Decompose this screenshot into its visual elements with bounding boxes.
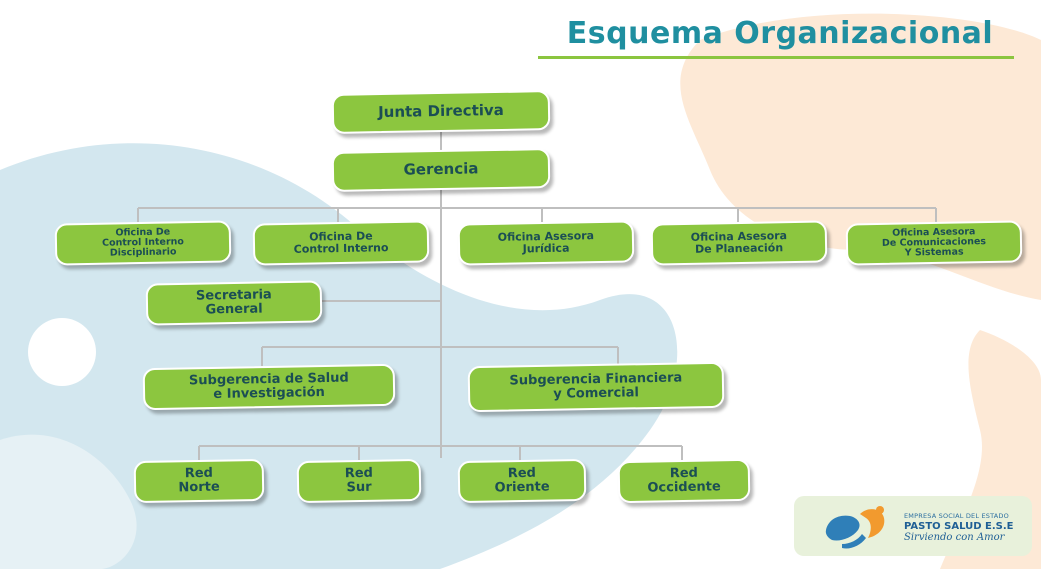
node-red-oriente: Red Oriente	[457, 458, 587, 504]
node-oficina-control-interno-disciplinario: Oficina De Control Interno Disciplinario	[54, 220, 232, 266]
logo-text: EMPRESA SOCIAL DEL ESTADO PASTO SALUD E.…	[904, 512, 1013, 543]
node-secretaria-general: Secretaria General	[145, 280, 323, 326]
node-label: Red Norte	[178, 466, 220, 496]
node-label: Red Sur	[344, 466, 374, 496]
node-label: Oficina De Control Interno	[293, 229, 389, 256]
node-red-sur: Red Sur	[296, 458, 422, 504]
node-oficina-control-interno: Oficina De Control Interno	[252, 220, 430, 266]
node-label: Subgerencia de Salud e Investigación	[188, 370, 349, 402]
node-label: Oficina Asesora Jurídica	[497, 229, 595, 256]
pasto-salud-logo-icon	[825, 506, 885, 549]
node-label: Oficina Asesora De Comunicaciones Y Sist…	[881, 226, 987, 259]
node-label: Oficina De Control Interno Disciplinario	[101, 226, 185, 259]
node-oficina-asesora-comunicaciones-sistemas: Oficina Asesora De Comunicaciones Y Sist…	[845, 220, 1023, 266]
node-label: Oficina Asesora De Planeación	[690, 229, 788, 256]
logo-line-3: Sirviendo con Amor	[904, 532, 1005, 543]
node-label: Subgerencia Financiera y Comercial	[509, 370, 683, 402]
logo-line-2: PASTO SALUD E.S.E	[904, 521, 1014, 532]
node-oficina-asesora-juridica: Oficina Asesora Jurídica	[457, 220, 635, 266]
node-label: Red Occidente	[647, 466, 721, 496]
node-label: Gerencia	[403, 159, 479, 179]
node-gerencia: Gerencia	[331, 148, 551, 192]
node-subgerencia-salud: Subgerencia de Salud e Investigación	[142, 363, 396, 411]
node-junta-directiva: Junta Directiva	[331, 90, 551, 134]
node-label: Secretaria General	[195, 287, 272, 318]
node-label: Red Oriente	[494, 466, 550, 496]
node-subgerencia-financiera: Subgerencia Financiera y Comercial	[467, 361, 725, 413]
node-red-occidente: Red Occidente	[617, 458, 751, 504]
node-oficina-asesora-planeacion: Oficina Asesora De Planeación	[650, 220, 828, 266]
title-underline	[538, 56, 1014, 59]
logo-line-1: EMPRESA SOCIAL DEL ESTADO	[904, 512, 1009, 520]
page-title: Esquema Organizacional	[566, 16, 994, 51]
node-label: Junta Directiva	[377, 101, 504, 122]
node-red-norte: Red Norte	[133, 458, 265, 504]
